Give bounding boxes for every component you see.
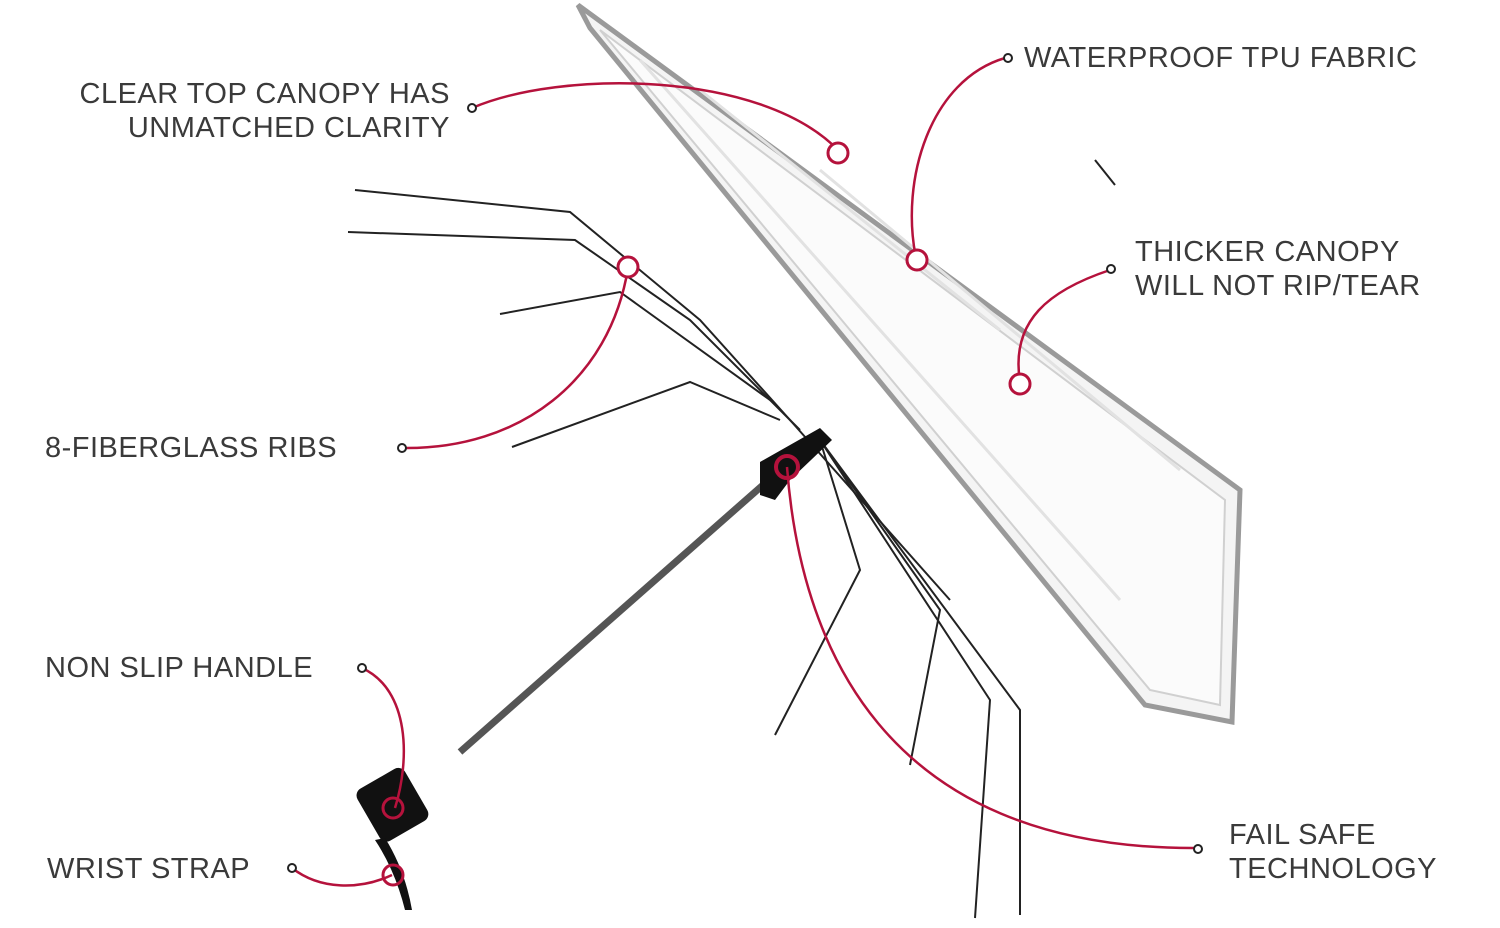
handle — [356, 767, 429, 910]
label-line: TECHNOLOGY — [1229, 853, 1438, 885]
callout-target-circles — [381, 141, 1032, 887]
callout-anchor-dots — [287, 53, 1203, 873]
callout-waterproof-fabric: WATERPROOF TPU FABRIC — [1024, 42, 1418, 74]
fiberglass-ribs — [347, 159, 1116, 919]
callout-fiberglass-ribs: 8-FIBERGLASS RIBS — [45, 432, 338, 464]
label-line: THICKER CANOPY — [1135, 236, 1400, 268]
callout-thicker-canopy: THICKER CANOPY WILL NOT RIP/TEAR — [1135, 235, 1421, 303]
label-line: WILL NOT RIP/TEAR — [1135, 270, 1421, 302]
umbrella-shaft — [457, 467, 783, 755]
callout-clear-top-canopy: CLEAR TOP CANOPY HAS UNMATCHED CLARITY — [80, 77, 451, 145]
label-line: CLEAR TOP CANOPY HAS — [79, 78, 450, 110]
callout-lines — [291, 56, 1198, 887]
clear-canopy — [575, 2, 1243, 726]
callout-fail-safe: FAIL SAFE TECHNOLOGY — [1229, 818, 1437, 886]
callout-non-slip-handle: NON SLIP HANDLE — [45, 652, 314, 684]
label-line: FAIL SAFE — [1229, 819, 1376, 851]
callout-wrist-strap: WRIST STRAP — [47, 853, 251, 885]
label-line: UNMATCHED CLARITY — [127, 112, 450, 144]
